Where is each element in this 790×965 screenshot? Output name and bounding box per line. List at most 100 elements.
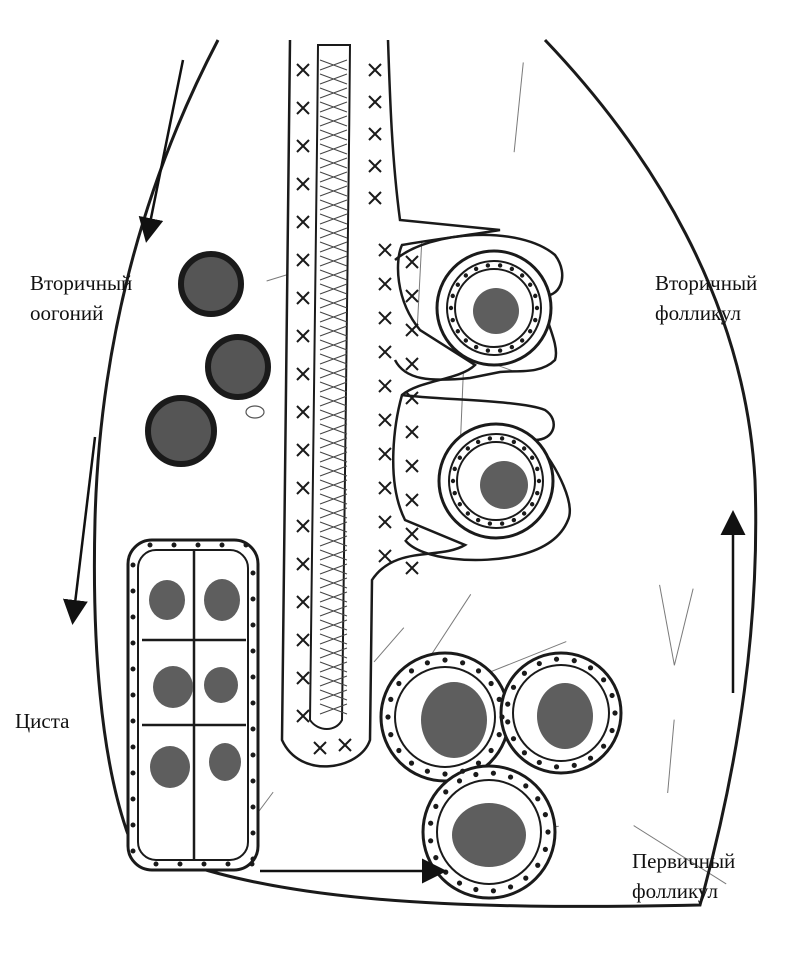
follicle-cell-dot <box>489 681 494 686</box>
follicle-cell-dot <box>498 263 502 267</box>
label-line: оогоний <box>30 298 132 328</box>
follicle-cell-dot <box>537 760 542 765</box>
follicle-cell-dot <box>537 661 542 666</box>
cyst-cell-dot <box>131 589 136 594</box>
mesh-line <box>417 233 422 336</box>
follicle-cell-dot <box>443 789 448 794</box>
mesh-line <box>660 585 675 665</box>
cyst-cell-dot <box>251 649 256 654</box>
secondary-follicles <box>395 235 570 560</box>
cyst-cell-dot <box>131 849 136 854</box>
follicle-cell-dot <box>520 273 524 277</box>
primary-follicle-nucleus <box>452 803 526 867</box>
cyst-cell-dot <box>131 693 136 698</box>
cyst-cell-dot <box>131 615 136 620</box>
follicle-cell-dot <box>609 728 614 733</box>
cyst-cell-dot <box>250 862 255 867</box>
cyst-cell-dot <box>131 797 136 802</box>
follicle-cell-dot <box>489 748 494 753</box>
follicle-cell-dot <box>528 283 532 287</box>
cross-mark <box>406 494 418 506</box>
follicle-cell-dot <box>535 306 539 310</box>
follicle-cell-dot <box>545 829 550 834</box>
arrow-down-left <box>73 437 95 620</box>
cyst-oocyte-nucleus <box>150 746 190 788</box>
mesh-line <box>674 589 693 666</box>
follicle-cell-dot <box>464 273 468 277</box>
cyst-cell-dot <box>251 857 256 862</box>
mesh-line <box>668 720 675 793</box>
follicle-cell-dot <box>388 697 393 702</box>
follicle-cell-dot <box>533 294 537 298</box>
cross-mark <box>406 290 418 302</box>
cyst-cell-dot <box>131 823 136 828</box>
cyst-oocyte-nucleus <box>204 667 238 703</box>
follicle-cell-dot <box>464 338 468 342</box>
label-primary-follicle: Первичный фолликул <box>632 846 735 906</box>
follicle-cell-dot <box>510 345 514 349</box>
follicle-cell-dot <box>428 838 433 843</box>
cross-mark <box>406 460 418 472</box>
follicle-cell-dot <box>396 748 401 753</box>
follicle-cell-dot <box>466 511 470 515</box>
arrow-down-top-left <box>147 60 183 238</box>
follicle-cell-dot <box>488 436 492 440</box>
follicle-cell-dot <box>425 660 430 665</box>
follicle-cell-dot <box>609 693 614 698</box>
follicle-cell-dot <box>543 847 548 852</box>
label-line: Вторичный <box>30 268 132 298</box>
follicle-cell-dot <box>443 870 448 875</box>
follicle-cell-dot <box>458 502 462 506</box>
cyst-cell-dot <box>226 862 231 867</box>
label-line: Первичный <box>632 846 735 876</box>
cyst-cell-dot <box>154 862 159 867</box>
follicle-cell-dot <box>476 440 480 444</box>
label-line: Вторичный <box>655 268 757 298</box>
mesh-line <box>374 628 404 662</box>
cyst-cell-dot <box>172 543 177 548</box>
follicle-cell-dot <box>500 436 504 440</box>
follicle-cell-dot <box>522 446 526 450</box>
follicle-cell-dot <box>520 338 524 342</box>
follicle-cell-dot <box>428 821 433 826</box>
follicle-cell-dot <box>497 697 502 702</box>
follicle-cell-dot <box>388 732 393 737</box>
label-line: Циста <box>15 706 69 736</box>
follicle-cell-dot <box>488 521 492 525</box>
follicle-cell-dot <box>505 719 510 724</box>
follicle-cell-dot <box>512 518 516 522</box>
follicle-cell-dot <box>572 658 577 663</box>
follicle-cell-dot <box>456 283 460 287</box>
cyst-oocyte-nucleus <box>209 743 241 781</box>
follicle-cell-dot <box>466 446 470 450</box>
cyst-cell-dot <box>251 571 256 576</box>
cyst-cell-dot <box>251 623 256 628</box>
follicle-cell-dot <box>511 685 516 690</box>
follicle-cell-dot <box>543 812 548 817</box>
follicle-cell-dot <box>457 778 462 783</box>
follicle-cell-dot <box>508 884 513 889</box>
follicle-cell-dot <box>474 267 478 271</box>
follicle-cell-dot <box>537 479 541 483</box>
follicle-cell-dot <box>433 804 438 809</box>
secondary-oogonium <box>181 254 241 314</box>
cyst-cell-dot <box>202 862 207 867</box>
cyst-cell-dot <box>251 727 256 732</box>
label-secondary-follicle: Вторичный фолликул <box>655 268 757 328</box>
follicle-cell-dot <box>601 677 606 682</box>
follicle-cell-dot <box>473 772 478 777</box>
follicle-cell-dot <box>511 736 516 741</box>
follicle-cell-dot <box>523 783 528 788</box>
label-line: фолликул <box>632 876 735 906</box>
follicle-cell-dot <box>522 750 527 755</box>
follicle-cell-dot <box>512 440 516 444</box>
cyst-cell-dot <box>196 543 201 548</box>
follicle-cell-dot <box>433 855 438 860</box>
primary-follicle-nucleus <box>421 682 487 758</box>
follicle-cell-dot <box>497 732 502 737</box>
follicle-cell-dot <box>535 796 540 801</box>
cyst-cell-dot <box>220 543 225 548</box>
follicle-cell-dot <box>505 702 510 707</box>
